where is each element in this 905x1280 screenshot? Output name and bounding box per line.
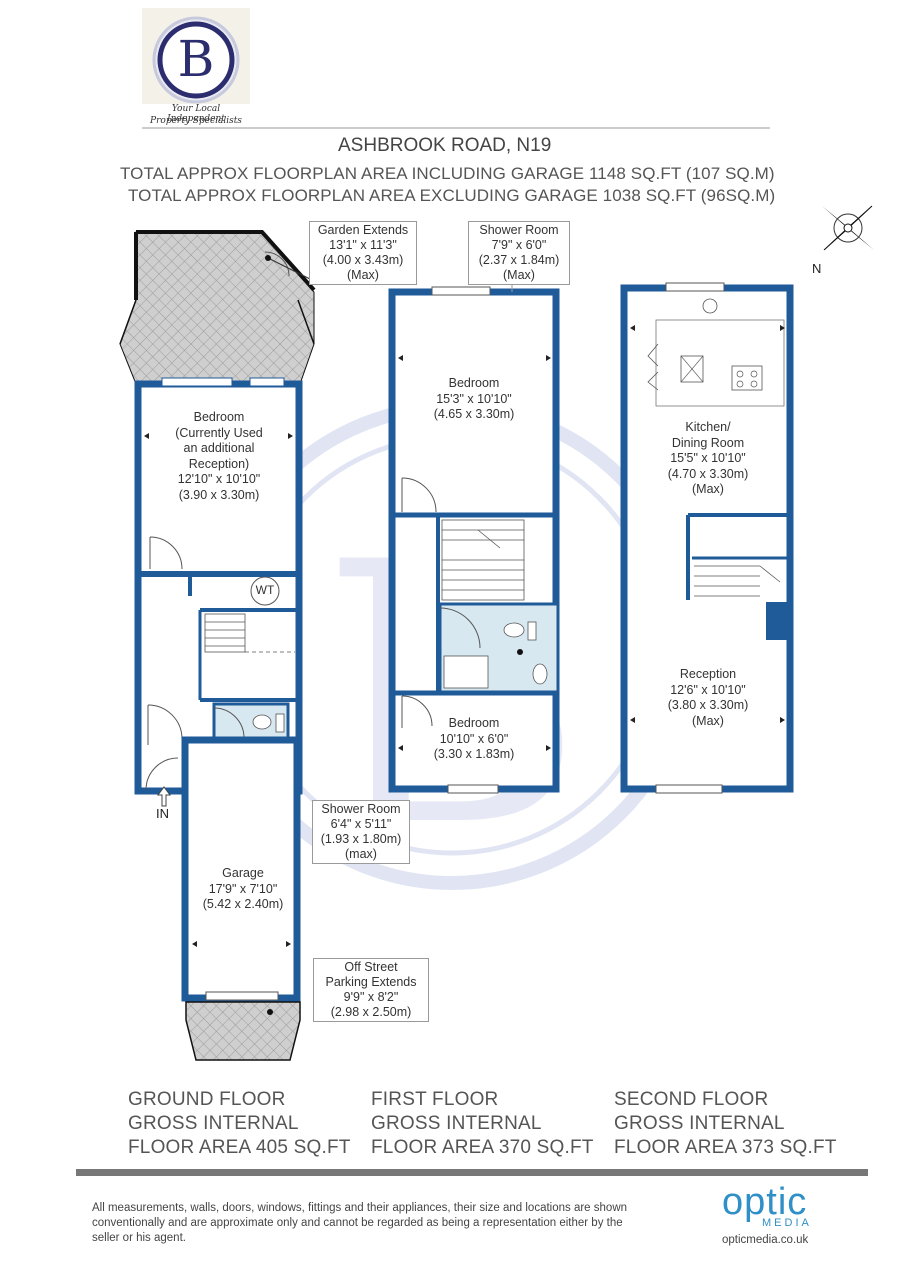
property-address: ASHBROOK ROAD, N19 <box>338 135 552 156</box>
brand-wordmark: optic <box>722 1181 808 1223</box>
total-area-incl-garage: TOTAL APPROX FLOORPLAN AREA INCLUDING GA… <box>120 164 775 183</box>
parking-area <box>185 1001 301 1061</box>
entrance-label: IN <box>156 806 169 821</box>
compass-icon <box>822 205 874 251</box>
disclaimer-text: All measurements, walls, doors, windows,… <box>92 1202 628 1244</box>
logo-tagline-2: Property Specialists <box>150 116 242 126</box>
compass-north-label: N <box>812 261 822 276</box>
second-floor-plan <box>620 282 794 794</box>
ground-floor-plan <box>119 230 316 1061</box>
brand-subword: MEDIA <box>762 1217 812 1229</box>
optic-media-logo: optic MEDIA opticmedia.co.uk <box>722 1182 832 1252</box>
wt-label: WT <box>255 583 275 597</box>
brand-website: opticmedia.co.uk <box>722 1234 809 1246</box>
agency-logo: B Your Local Independent Property Specia… <box>142 8 250 126</box>
logo-emblem <box>142 8 250 104</box>
kitchen-dining-label: Kitchen/Dining Room 15'5" x 10'10"(4.70 … <box>667 420 749 496</box>
total-area-excl-garage: TOTAL APPROX FLOORPLAN AREA EXCLUDING GA… <box>128 186 776 205</box>
footer-rule <box>76 1169 868 1176</box>
logo-letter: B <box>177 30 215 88</box>
first-floor-plan <box>388 222 560 794</box>
dimension-ticks <box>144 325 785 947</box>
logo-tagline-1: Your Local Independent <box>167 104 225 124</box>
